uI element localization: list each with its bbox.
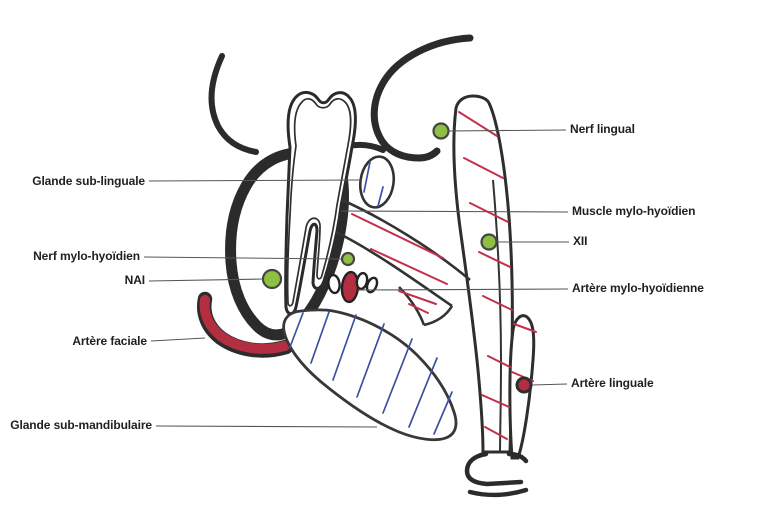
label-nerf-lingual: Nerf lingual	[570, 122, 635, 136]
tongue-outline-right	[370, 34, 474, 162]
label-artere-faciale: Artère faciale	[72, 334, 147, 348]
label-glande-sub-linguale: Glande sub-linguale	[32, 174, 145, 188]
artere-linguale-marker	[515, 376, 533, 394]
leader-nerf-lingual	[448, 129, 567, 132]
cheek-outline-left	[208, 53, 259, 155]
sublingual-gland-shape	[358, 155, 396, 209]
label-artere-mylo-hyoidienne: Artère mylo-hyoïdienne	[572, 281, 704, 295]
mylohyoid-upper-edge	[341, 198, 471, 281]
hyoid-bone-right-hook	[506, 451, 529, 464]
gland-hatch	[408, 357, 438, 428]
band-hatch	[458, 111, 498, 137]
label-nai: NAI	[124, 273, 145, 287]
mylohyoid-tip	[423, 305, 454, 327]
leader-nai	[148, 278, 264, 282]
mylohyoid-muscle	[335, 198, 471, 327]
leader-artere-mylo-hyoidienne	[357, 288, 569, 291]
xii-marker	[480, 233, 498, 251]
hyoglossus-inner-line	[492, 179, 503, 454]
gland-hatch	[310, 311, 330, 364]
band-hatch	[478, 251, 511, 268]
label-nerf-mylo-hyoidien: Nerf mylo-hyoïdien	[33, 249, 140, 263]
band-hatch	[469, 202, 509, 223]
sublingual-hatch	[363, 161, 371, 193]
gland-hatch	[332, 314, 357, 381]
band-hatch	[484, 426, 508, 440]
leader-artere-faciale	[150, 337, 206, 342]
label-artere-linguale: Artère linguale	[571, 376, 654, 390]
band-hatch	[487, 355, 511, 368]
vein-oval-left	[327, 273, 341, 295]
lobe-hatch	[513, 323, 537, 333]
gland-hatch	[382, 338, 413, 414]
leader-glande-sub-mandibulaire	[155, 425, 378, 428]
hyoglossus-band	[452, 94, 537, 498]
facial-artery-band	[199, 295, 290, 354]
facial-artery	[197, 291, 294, 358]
mylohyoid-lower-edge	[335, 230, 453, 308]
markers	[261, 122, 533, 394]
label-muscle-mylo-hyoidien: Muscle mylo-hyoïdien	[572, 204, 696, 218]
leader-lines	[143, 129, 569, 428]
nerf-mylo-hyoidien-marker	[340, 251, 356, 267]
leader-glande-sub-linguale	[148, 179, 362, 182]
label-xii: XII	[573, 234, 588, 248]
band-hatch	[482, 295, 513, 311]
mylohyoid-hatch	[398, 290, 437, 305]
mylohyoid-hatch	[370, 248, 448, 285]
gland-hatch	[289, 312, 304, 348]
submandibular-gland	[282, 308, 458, 442]
band-hatch	[481, 394, 510, 408]
vein-oval-right2	[365, 276, 379, 294]
label-glande-sub-mandibulaire: Glande sub-mandibulaire	[10, 418, 152, 432]
leader-nerf-mylo-hyoidien	[143, 256, 342, 260]
hyoid-bone-lower	[467, 487, 529, 498]
gland-hatch	[356, 323, 385, 398]
mylohyoid-hatch	[351, 213, 444, 259]
vein-oval-right	[355, 271, 369, 291]
sublingual-gland	[358, 155, 396, 209]
submandibular-gland-shape	[282, 308, 458, 442]
leader-muscle-mylo-hyoidien	[340, 210, 569, 213]
leader-artere-linguale	[531, 383, 568, 386]
mylohyoid-hatch	[408, 303, 429, 314]
tooth-inner-line	[286, 98, 352, 307]
hyoid-bone	[464, 451, 524, 487]
nerf-lingual-marker	[432, 122, 450, 140]
artere-mylo-hyoidienne-marker	[340, 270, 360, 304]
gland-hatch	[433, 391, 453, 435]
nai-marker	[261, 268, 283, 290]
band-hatch	[463, 157, 504, 179]
sublingual-hatch	[377, 186, 384, 207]
